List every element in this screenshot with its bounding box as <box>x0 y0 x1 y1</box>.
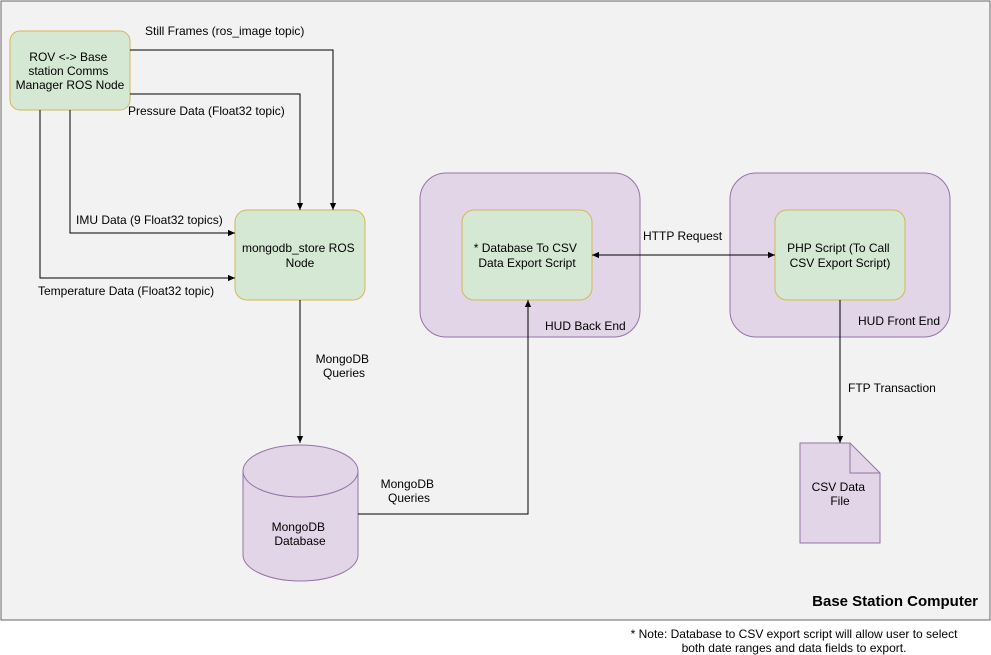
csv-file-label: CSV Data File <box>812 480 869 508</box>
footnote-line-2: both date ranges and data fields to expo… <box>681 641 907 655</box>
base-station-label: Base Station Computer <box>812 593 978 610</box>
mongo-queries-label-2: MongoDB Queries <box>381 477 438 505</box>
mongodb-database-label: MongoDB Database <box>272 520 329 548</box>
csv-file-document <box>799 442 881 544</box>
temperature-edge <box>39 110 235 282</box>
still-frames-edge <box>130 49 337 210</box>
csv-export-script-node <box>461 209 593 301</box>
mongodb-store-label: mongodb_store ROS Node <box>242 241 358 270</box>
mongodb-store-node <box>234 209 366 301</box>
rov-comms-label: ROV <-> Base station Comms Manager ROS N… <box>16 50 125 92</box>
imu-edge <box>69 110 235 237</box>
footnote-line-1: * Note: Database to CSV export script wi… <box>630 627 958 641</box>
temperature-label: Temperature Data (Float32 topic) <box>38 284 214 298</box>
imu-label: IMU Data (9 Float32 topics) <box>76 213 223 227</box>
http-request-label: HTTP Request <box>643 229 723 243</box>
csv-export-script-label: * Database To CSV Data Export Script <box>474 241 581 270</box>
footnote: * Note: Database to CSV export script wi… <box>600 627 988 655</box>
mongodb-database-cylinder <box>242 444 359 582</box>
pressure-label: Pressure Data (Float32 topic) <box>128 104 285 118</box>
hud-back-end-label: HUD Back End <box>545 319 626 333</box>
mongo-queries-label-1: MongoDB Queries <box>316 352 373 380</box>
hud-front-end-label: HUD Front End <box>858 314 940 328</box>
ftp-label: FTP Transaction <box>848 381 936 395</box>
still-frames-label: Still Frames (ros_image topic) <box>145 24 304 38</box>
php-script-node <box>774 209 906 301</box>
php-script-label: PHP Script (To Call CSV Export Script) <box>787 241 893 270</box>
pressure-edge <box>130 93 304 210</box>
database-to-export-edge <box>358 300 532 515</box>
